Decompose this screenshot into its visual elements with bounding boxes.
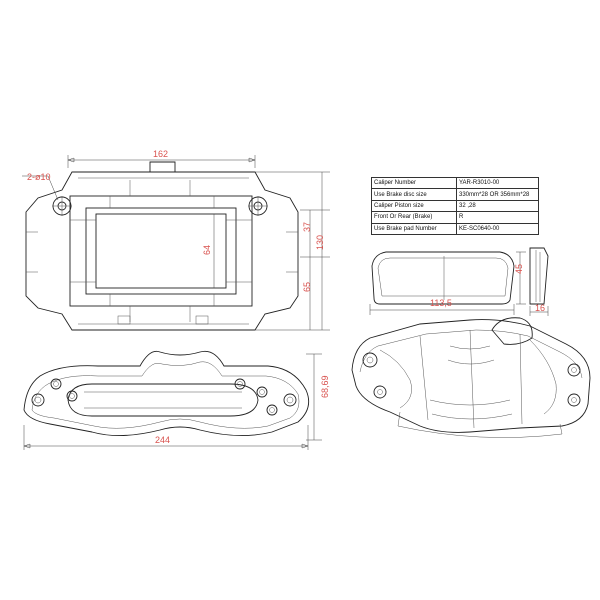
dim-upper-offset: 37 — [302, 222, 312, 232]
spec-value: 32 ,28 — [456, 199, 539, 213]
dim-side-height: 68,69 — [320, 375, 330, 398]
dim-overall-length: 244 — [155, 435, 170, 445]
spec-label: Use Brake disc size — [371, 188, 457, 201]
spec-label: Front Or Rear (Brake) — [371, 211, 457, 224]
spec-value: KE-SC0640-00 — [456, 222, 539, 235]
spec-row-pad-number: Use Brake pad Number KE-SC0640-00 — [371, 222, 539, 235]
dim-lower-offset: 65 — [302, 282, 312, 292]
top-view-dimension-lines — [22, 155, 330, 331]
spec-label: Caliper Number — [371, 176, 457, 190]
dim-overall-height: 130 — [315, 235, 325, 250]
brake-pad-side-view — [529, 247, 549, 316]
spec-label: Use Brake pad Number — [371, 222, 457, 235]
caliper-top-view — [25, 161, 299, 331]
spec-row-caliper-number: Caliper Number YAR-R3010-00 — [371, 176, 539, 190]
caliper-spec-table: Caliper Number YAR-R3010-00 Use Brake di… — [371, 176, 539, 235]
spec-label: Caliper Piston size — [371, 199, 457, 213]
dim-opening-height: 64 — [202, 245, 212, 255]
caliper-isometric-view — [351, 317, 591, 438]
dim-top-width: 162 — [153, 149, 168, 159]
spec-value: 330mm*28 OR 356mm*28 — [456, 188, 539, 201]
dim-pad-length: 113,5 — [430, 298, 452, 308]
spec-row-front-or-rear: Front Or Rear (Brake) R — [371, 211, 539, 224]
spec-row-piston-size: Caliper Piston size 32 ,28 — [371, 199, 539, 213]
dim-hole-callout: 2-ø10 — [27, 172, 51, 182]
spec-value: R — [456, 211, 539, 224]
front-view-dimension-lines — [23, 353, 322, 450]
caliper-front-view — [23, 350, 310, 437]
dim-pad-thickness: 16 — [535, 303, 545, 313]
brake-pad-front-view — [369, 251, 526, 315]
spec-row-disc-size: Use Brake disc size 330mm*28 OR 356mm*28 — [371, 188, 539, 201]
dim-pad-height: 45 — [514, 264, 524, 274]
spec-value: YAR-R3010-00 — [456, 176, 539, 190]
